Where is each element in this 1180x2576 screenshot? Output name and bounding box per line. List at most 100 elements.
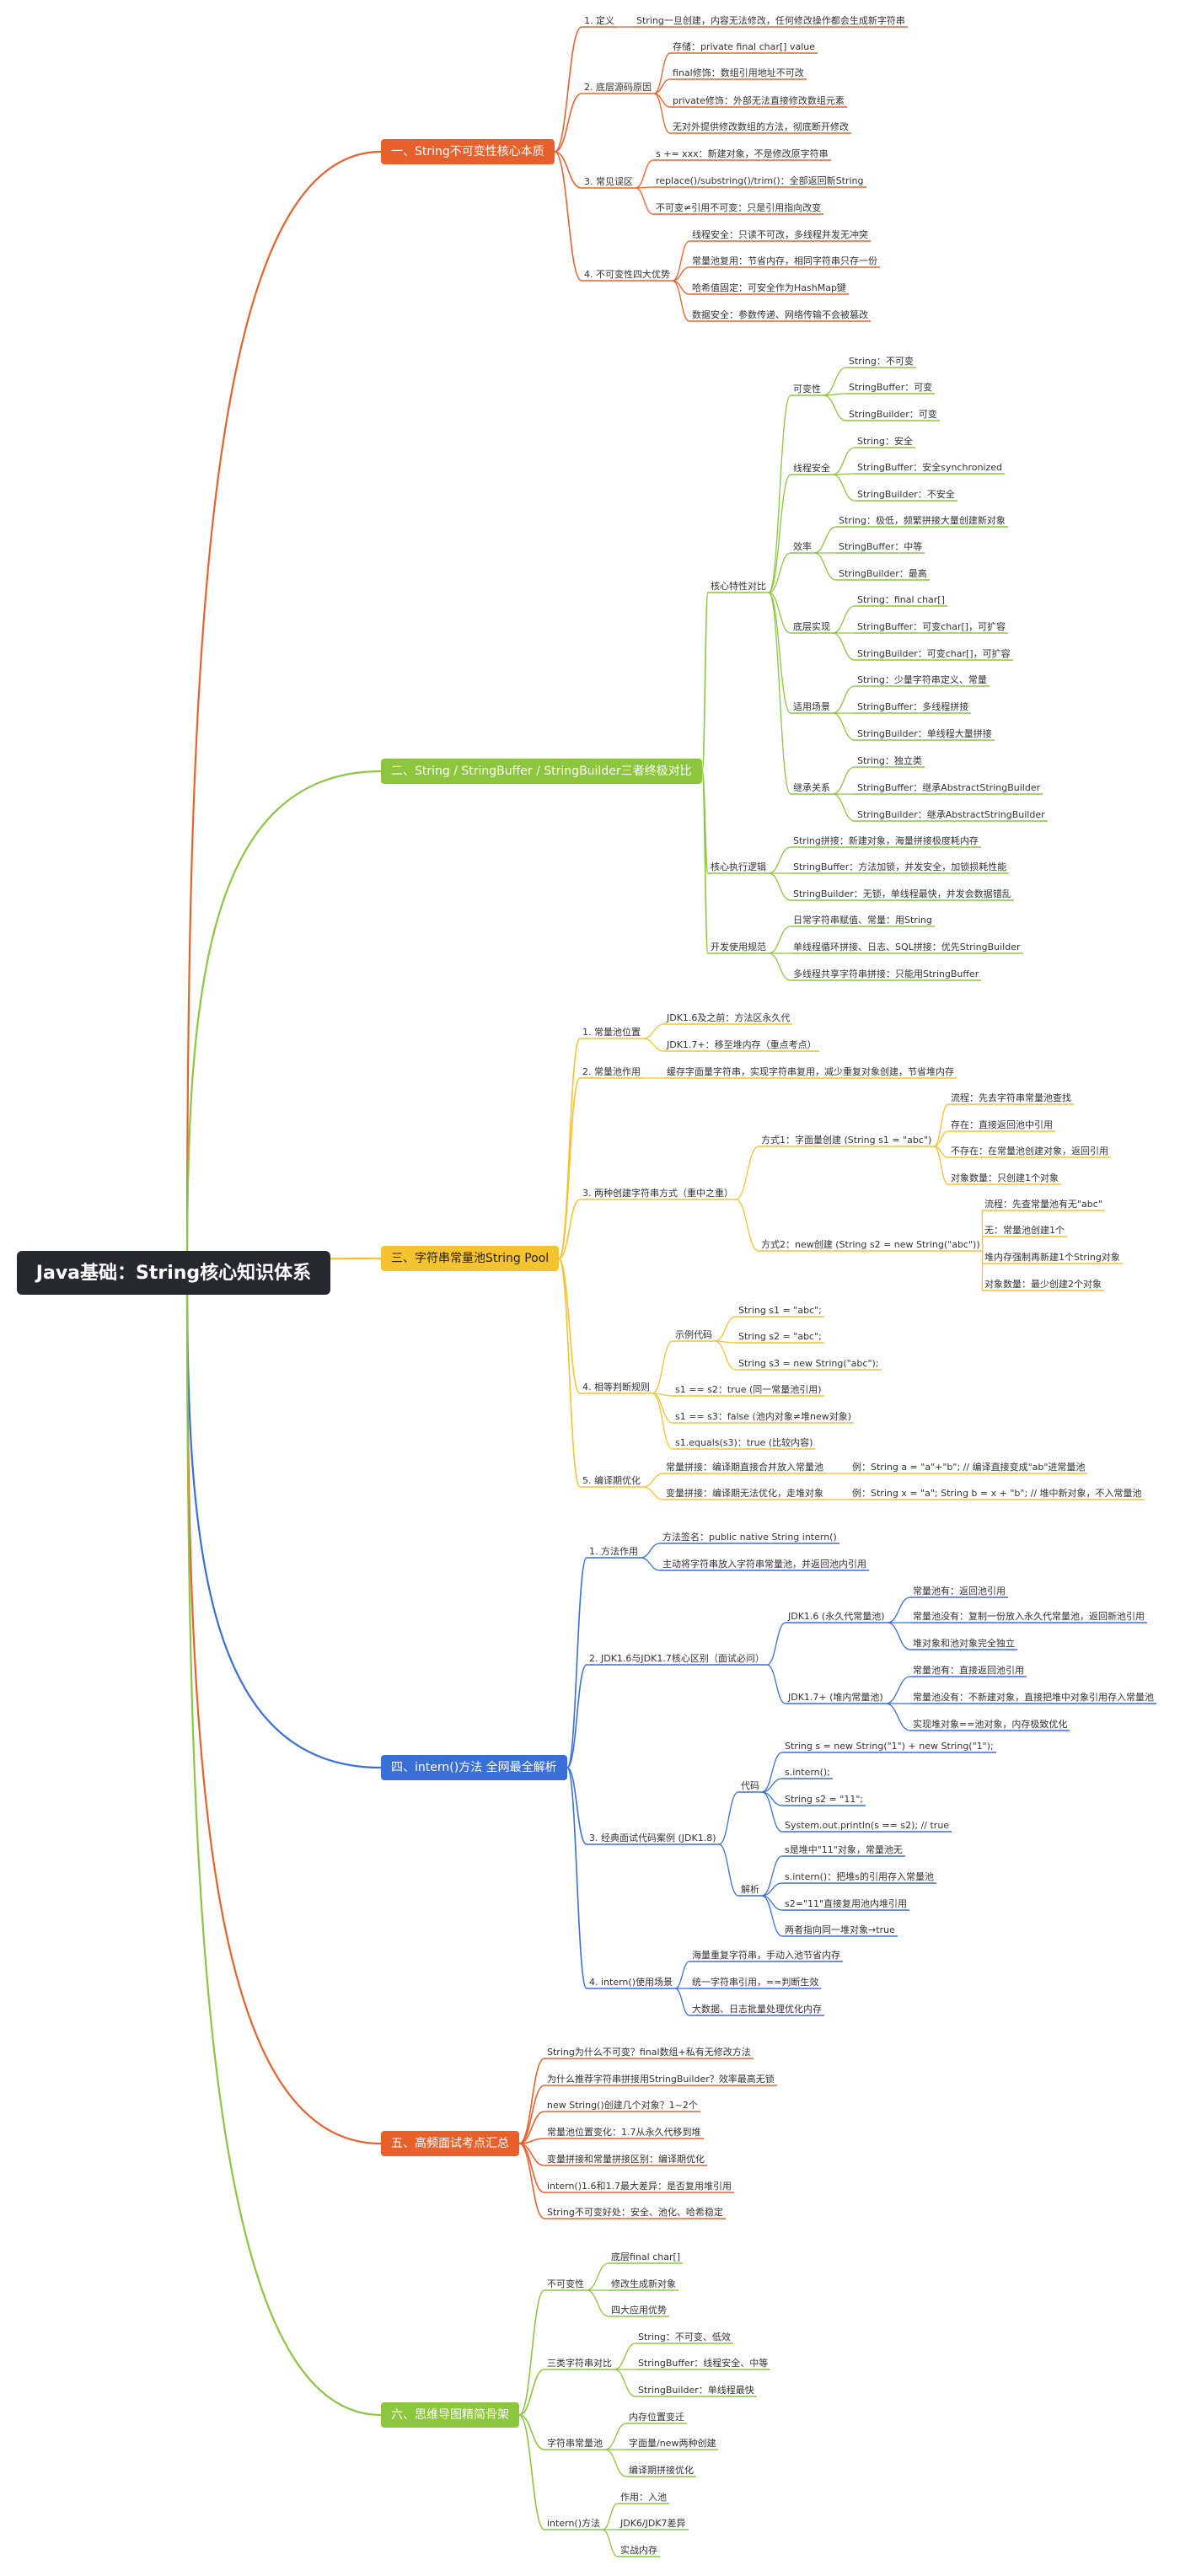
branch-b6: 六、思维导图精简骨架: [381, 2402, 519, 2428]
topic-b2-1-6-2: StringBuffer：继承AbstractStringBuilder: [857, 781, 1041, 793]
topic-b2-2-2: StringBuffer：方法加锁，并发安全，加锁损耗性能: [793, 861, 1007, 872]
topic-b3-4-1: 示例代码: [675, 1328, 712, 1340]
topic-b2-1-5-2: StringBuffer：多线程拼接: [857, 700, 969, 712]
topic-b3-3-1-1: 流程：先去字符串常量池查找: [951, 1092, 1071, 1103]
connector-b3-4-1-1: [714, 1316, 737, 1342]
topic-b6-1-2: 修改生成新对象: [611, 2278, 676, 2289]
topic-b3-3-2-1: 流程：先查常量池有无"abc": [984, 1198, 1102, 1210]
topic-b2-1-6: 继承关系: [793, 781, 830, 793]
topic-b4-2-2: JDK1.7+ (堆内常量池): [788, 1691, 883, 1703]
connector-b2-2-3: [768, 872, 791, 901]
connector-b6-4-1: [602, 2503, 619, 2530]
topic-b4-2: 2. JDK1.6与JDK1.7核心区别（面试必问）: [589, 1652, 764, 1664]
topic-b2-1-6-1: String：独立类: [857, 754, 922, 766]
topic-b6-4-3: 实战内存: [620, 2544, 657, 2556]
connector-b4-4-3: [674, 1988, 690, 2016]
topic-b2-1-2-2: StringBuffer：安全synchronized: [857, 461, 1003, 473]
connector-b3-5: [558, 1258, 581, 1488]
topic-b6-1-3: 四大应用优势: [611, 2304, 667, 2316]
topic-b3-1-2: JDK1.7+：移至堆内存（重点考点）: [667, 1038, 817, 1050]
topic-b3-2-1: 缓存字面量字符串，实现字符串复用，减少重复对象创建，节省堆内存: [667, 1065, 954, 1077]
topic-b4-2-2-2: 常量池没有：不新建对象，直接把堆中对象引用存入常量池: [913, 1691, 1154, 1703]
topic-b5-7: String不可变好处：安全、池化、哈希稳定: [547, 2206, 723, 2218]
topic-b1-4-3: 哈希值固定：可安全作为HashMap键: [692, 282, 846, 293]
connector-b1-3-1: [635, 159, 654, 189]
topic-b1-2-3: private修饰：外部无法直接修改数组元素: [673, 94, 845, 106]
topic-b1-1-1: String一旦创建，内容无法修改，任何修改操作都会生成新字符串: [636, 14, 905, 26]
connector-b2-1-1-1: [823, 367, 847, 396]
connector-b4-2-1-1: [887, 1597, 911, 1623]
connector-b2-2-1: [768, 846, 791, 874]
connector-b1-4-1: [672, 240, 690, 282]
connector-b4-3-1: [718, 1791, 739, 1845]
topic-b1-4-4: 数据安全：参数传递、网络传输不会被篡改: [692, 309, 868, 320]
topic-b1-1: 1. 定义: [584, 14, 614, 26]
connector-b4-3-1-1: [761, 1752, 783, 1793]
topic-b3-3: 3. 两种创建字符串方式（重中之重）: [582, 1187, 733, 1199]
connector-b2-1-1-3: [823, 394, 847, 421]
topic-b4-4: 4. intern()使用场景: [589, 1976, 673, 1988]
connector-b4-3-1-4: [761, 1791, 783, 1833]
topic-b3-4-3: s1 == s3：false (池内对象≠堆new对象): [675, 1410, 852, 1422]
connector-b3-4: [558, 1258, 581, 1394]
topic-b3-4-1-3: String s3 = new String("abc");: [738, 1357, 879, 1369]
connector-b3-3-2-4: [981, 1250, 984, 1291]
topic-b4-4-1: 海量重复字符串，手动入池节省内存: [692, 1949, 840, 1961]
connector-b1-3: [554, 151, 582, 189]
connector-b2-1-2-3: [832, 474, 856, 502]
connector-b6-3-1: [604, 2423, 627, 2450]
topic-b3-5-2: 变量拼接：编译期无法优化，走堆对象: [666, 1487, 823, 1499]
topic-b4-3-2: 解析: [741, 1883, 759, 1895]
topic-b1-2-1: 存储：private final char[] value: [673, 40, 815, 52]
topic-b3-3-1: 方式1：字面量创建 (String s1 = "abc"): [761, 1134, 932, 1146]
connector-b2-1-5-3: [832, 712, 856, 741]
connector-b3-5-1: [642, 1473, 664, 1488]
connector-b2-1-3-1: [813, 526, 837, 554]
topic-b4-2-2-1: 常量池有：直接返回池引用: [913, 1664, 1024, 1676]
topic-b1-3-1: s += xxx：新建对象，不是修改原字符串: [656, 148, 829, 159]
connector-b3-4-1: [652, 1340, 673, 1394]
connector-b5-3: [518, 2111, 545, 2144]
connector-b2-3-3: [768, 953, 791, 981]
trunk-b2: [185, 770, 382, 1274]
connector-b1-4-4: [672, 280, 690, 322]
connector-b5-1: [518, 2058, 545, 2144]
connector-b2-1-6: [768, 592, 791, 795]
branch-b1: 一、String不可变性核心本质: [381, 139, 555, 164]
trunk-b1: [185, 150, 382, 1274]
connector-b2-3-1: [768, 926, 791, 954]
topic-b2-1-3: 效率: [793, 540, 812, 552]
topic-b6-1: 不可变性: [547, 2278, 584, 2289]
connector-b4-1: [566, 1557, 587, 1768]
topic-b1-4-1: 线程安全：只读不可改，多线程并发无冲突: [692, 228, 868, 240]
connector-b6-3: [518, 2414, 545, 2450]
topic-b2-1: 核心特性对比: [711, 580, 766, 592]
topic-b5-2: 为什么推荐字符串拼接用StringBuilder？效率最高无锁: [547, 2073, 775, 2085]
topic-b4-3-2-4: 两者指向同一堆对象→true: [785, 1924, 895, 1935]
topic-b4-2-1-1: 常量池有：返回池引用: [913, 1585, 1006, 1597]
topic-b4-1: 1. 方法作用: [589, 1545, 638, 1557]
connector-b4-2-1: [766, 1622, 786, 1666]
branch-b3: 三、字符串常量池String Pool: [381, 1246, 560, 1271]
connector-b2-1-5-1: [832, 685, 856, 714]
topic-b4-3-2-3: s2="11"直接复用池内堆引用: [785, 1897, 908, 1909]
connector-b1-1: [554, 26, 582, 153]
topic-b3-5-2-1: 例：String x = "a"; String b = x + "b"; //…: [852, 1487, 1142, 1499]
connector-b5-7: [518, 2143, 545, 2219]
connector-b4-2-2-1: [885, 1676, 911, 1704]
connector-b4-2-2-3: [885, 1703, 911, 1731]
topic-b3-3-1-4: 对象数量：只创建1个对象: [951, 1172, 1059, 1183]
connector-b4-2-1-3: [887, 1622, 911, 1650]
topic-b6-2-2: StringBuffer：线程安全、中等: [638, 2357, 769, 2369]
topic-b2-1-5: 适用场景: [793, 700, 830, 712]
topic-b2-1-3-1: String：极低，频繁拼接大量创建新对象: [839, 514, 1006, 526]
topic-b4-3-1-2: s.intern();: [785, 1766, 830, 1778]
topic-b4-2-1-2: 常量池没有：复制一份放入永久代常量池，返回新池引用: [913, 1610, 1145, 1622]
topic-b2-3-2: 单线程循环拼接、日志、SQL拼接：优先StringBuilder: [793, 941, 1021, 953]
topic-b3-3-2: 方式2：new创建 (String s2 = new String("abc")…: [761, 1238, 980, 1250]
topic-b6-2: 三类字符串对比: [547, 2357, 612, 2369]
connector-b1-4-2: [672, 266, 690, 282]
topic-b2-1-3-3: StringBuilder：最高: [839, 567, 927, 579]
